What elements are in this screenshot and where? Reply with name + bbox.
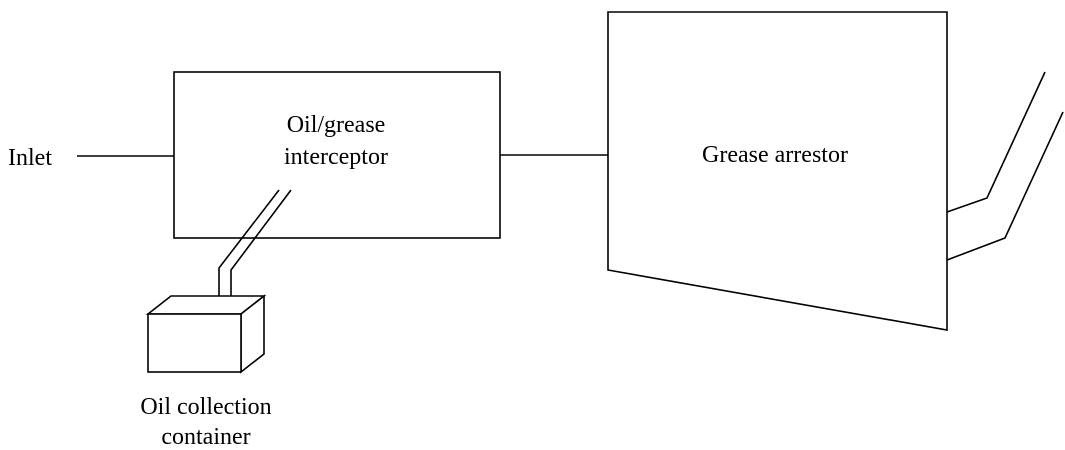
inlet-label: Inlet [8,145,52,171]
interceptor-label-line2: interceptor [284,144,388,170]
drain-pipe-right [230,189,292,296]
oil-grease-interceptor-box [173,71,501,239]
container-label-line1: Oil collection [140,394,271,420]
grease-arrestor [607,11,948,331]
oil-collection-container [147,313,242,373]
drain-pipe-left [218,189,280,296]
container-label-line2: container [161,424,250,450]
outlet-pipe-upper [946,71,1046,213]
arrestor-label: Grease arrestor [702,142,848,168]
interceptor-label-line1: Oil/grease [287,112,386,138]
outlet-pipe-lower [946,111,1064,261]
